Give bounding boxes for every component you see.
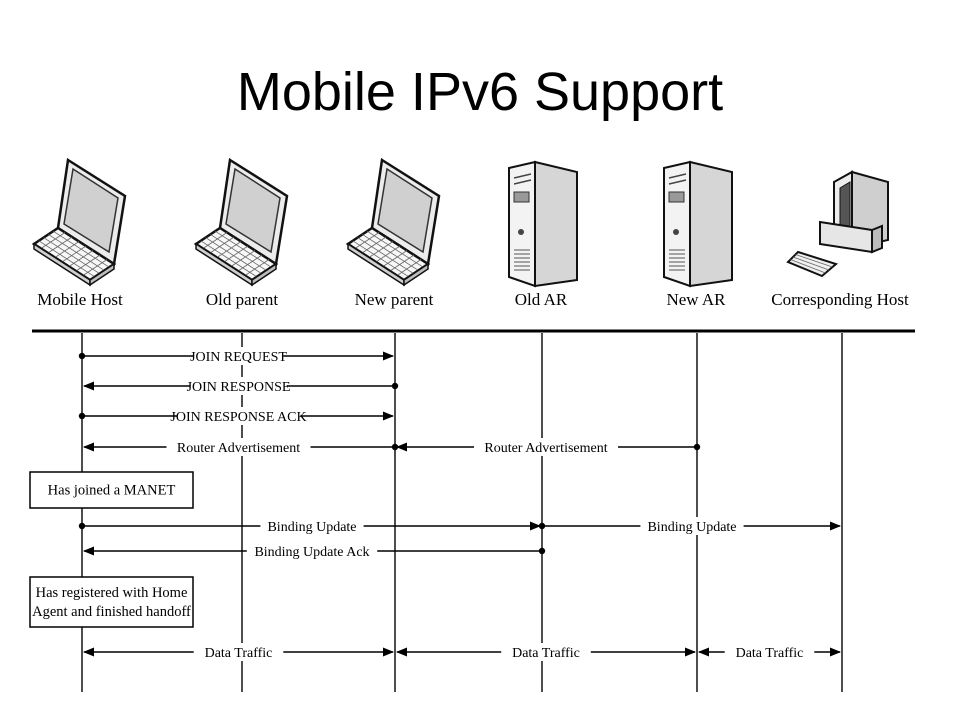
entity-label: New AR [666,290,726,309]
entity-2: Old parent [193,157,289,309]
message-origin-dot [391,382,399,390]
entity-label: Mobile Host [37,290,123,309]
message-label-bg [193,347,284,365]
message-origin-dot [538,522,546,530]
message-label-bg [166,438,311,456]
message-label: Data Traffic [736,646,804,661]
message-label-bg [190,377,287,395]
message-label: Binding Update Ack [254,545,369,560]
laptop-icon [345,157,441,287]
message-origin-dot [538,547,546,555]
message-origin-dot [693,443,701,451]
message-label-bg [640,517,744,535]
message-label: Router Advertisement [484,441,607,456]
slide-title: Mobile IPv6 Support [236,62,724,122]
message-label: Data Traffic [205,646,273,661]
message-label: Data Traffic [512,646,580,661]
entity-6: Corresponding Host [771,170,909,309]
note-text: Has joined a MANET [48,483,176,499]
note-text: Has registered with Home [36,585,188,601]
entity-5: New AR [663,160,733,309]
note-text: Agent and finished handoff [32,604,191,620]
message-label: Binding Update [647,520,736,535]
message-label-bg [260,517,364,535]
laptop-icon [193,157,289,287]
message-label: JOIN REQUEST [190,350,287,365]
entity-4: Old AR [508,160,578,309]
message-label: JOIN RESPONSE ACK [170,410,306,425]
entity-1: Mobile Host [31,157,127,309]
message-label-bg [474,438,618,456]
message-label-bg [501,643,591,661]
message-label: Binding Update [267,520,356,535]
server-icon [508,160,578,288]
message-origin-dot [78,352,86,360]
message-label: JOIN RESPONSE [187,380,291,395]
message-label-bg [246,542,378,560]
laptop-icon [31,157,127,287]
message-label: Router Advertisement [177,441,300,456]
entity-3: New parent [345,157,441,309]
message-label-bg [724,643,815,661]
entity-label: Corresponding Host [771,290,909,309]
message-label-bg [176,407,301,425]
message-origin-dot [78,522,86,530]
message-label-bg [193,643,284,661]
desktop-computer-icon [786,170,889,278]
entity-label: Old parent [206,290,279,309]
entity-label: New parent [355,290,434,309]
note-box: Has joined a MANET [29,471,194,509]
entity-label: Old AR [515,290,568,309]
message-origin-dot [78,412,86,420]
server-icon [663,160,733,288]
